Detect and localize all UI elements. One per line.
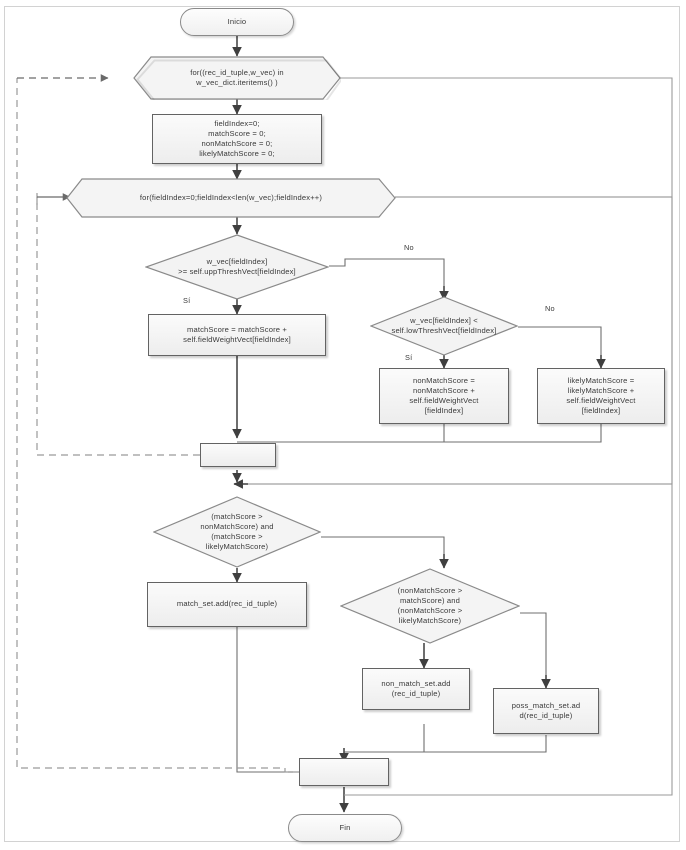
edge-label-upper-no: No: [404, 243, 414, 252]
decision-upper-threshold-label: w_vec[fieldIndex] >= self.uppThreshVect[…: [178, 256, 296, 276]
process-possmatch-set-add[interactable]: poss_match_set.ad d(rec_id_tuple): [493, 688, 599, 734]
terminator-fin-label: Fin: [339, 822, 351, 832]
process-init-scores-label: fieldIndex=0; matchScore = 0; nonMatchSc…: [199, 118, 275, 159]
loop-for-outer-label: for((rec_id_tuple,w_vec) in w_vec_dict.i…: [190, 67, 284, 87]
decision-lower-threshold-label: w_vec[fieldIndex] < self.lowThreshVect[f…: [391, 315, 497, 335]
process-match-set-add-label: match_set.add(rec_id_tuple): [176, 599, 278, 609]
process-nonmatch-set-add-label: non_match_set.add (rec_id_tuple): [381, 678, 451, 698]
process-nonmatch-score-add[interactable]: nonMatchScore = nonMatchScore + self.fie…: [379, 368, 509, 424]
process-likelymatch-score-add[interactable]: likelyMatchScore = likelyMatchScore + se…: [537, 368, 665, 424]
decision-is-nonmatch-label: (nonMatchScore > matchScore) and (nonMat…: [397, 585, 463, 626]
terminator-fin[interactable]: Fin: [288, 814, 402, 842]
process-nonmatch-set-add[interactable]: non_match_set.add (rec_id_tuple): [362, 668, 470, 710]
edge-label-upper-si: Sí: [183, 296, 191, 305]
diamond-shape: [340, 568, 520, 644]
process-possmatch-set-add-label: poss_match_set.ad d(rec_id_tuple): [511, 700, 581, 720]
hexagon-shape: [133, 56, 341, 100]
process-likelymatch-score-add-label: likelyMatchScore = likelyMatchScore + se…: [566, 375, 636, 416]
process-nonmatch-score-add-label: nonMatchScore = nonMatchScore + self.fie…: [409, 375, 479, 416]
edge-label-lower-si: Sí: [405, 353, 413, 362]
process-init-scores[interactable]: fieldIndex=0; matchScore = 0; nonMatchSc…: [152, 114, 322, 164]
terminator-inicio[interactable]: Inicio: [180, 8, 294, 36]
merge-inner-loop[interactable]: [200, 443, 276, 467]
diamond-shape: [145, 234, 329, 300]
terminator-inicio-label: Inicio: [227, 16, 247, 26]
loop-for-outer[interactable]: for((rec_id_tuple,w_vec) in w_vec_dict.i…: [133, 56, 341, 100]
process-match-score-add-label: matchScore = matchScore + self.fieldWeig…: [183, 324, 291, 344]
process-match-score-add[interactable]: matchScore = matchScore + self.fieldWeig…: [148, 314, 326, 356]
edge-label-lower-no: No: [545, 304, 555, 313]
merge-outer-loop[interactable]: [299, 758, 389, 786]
loop-for-inner[interactable]: for(fieldIndex=0;fieldIndex<len(w_vec);f…: [66, 178, 396, 218]
process-match-set-add[interactable]: match_set.add(rec_id_tuple): [147, 582, 307, 627]
diamond-shape: [370, 296, 518, 356]
decision-is-nonmatch[interactable]: (nonMatchScore > matchScore) and (nonMat…: [340, 568, 520, 644]
decision-lower-threshold[interactable]: w_vec[fieldIndex] < self.lowThreshVect[f…: [370, 296, 518, 356]
decision-is-match[interactable]: (matchScore > nonMatchScore) and (matchS…: [153, 496, 321, 568]
decision-upper-threshold[interactable]: w_vec[fieldIndex] >= self.uppThreshVect[…: [145, 234, 329, 300]
decision-is-match-label: (matchScore > nonMatchScore) and (matchS…: [200, 511, 274, 552]
diamond-shape: [153, 496, 321, 568]
loop-for-inner-label: for(fieldIndex=0;fieldIndex<len(w_vec);f…: [139, 192, 323, 202]
